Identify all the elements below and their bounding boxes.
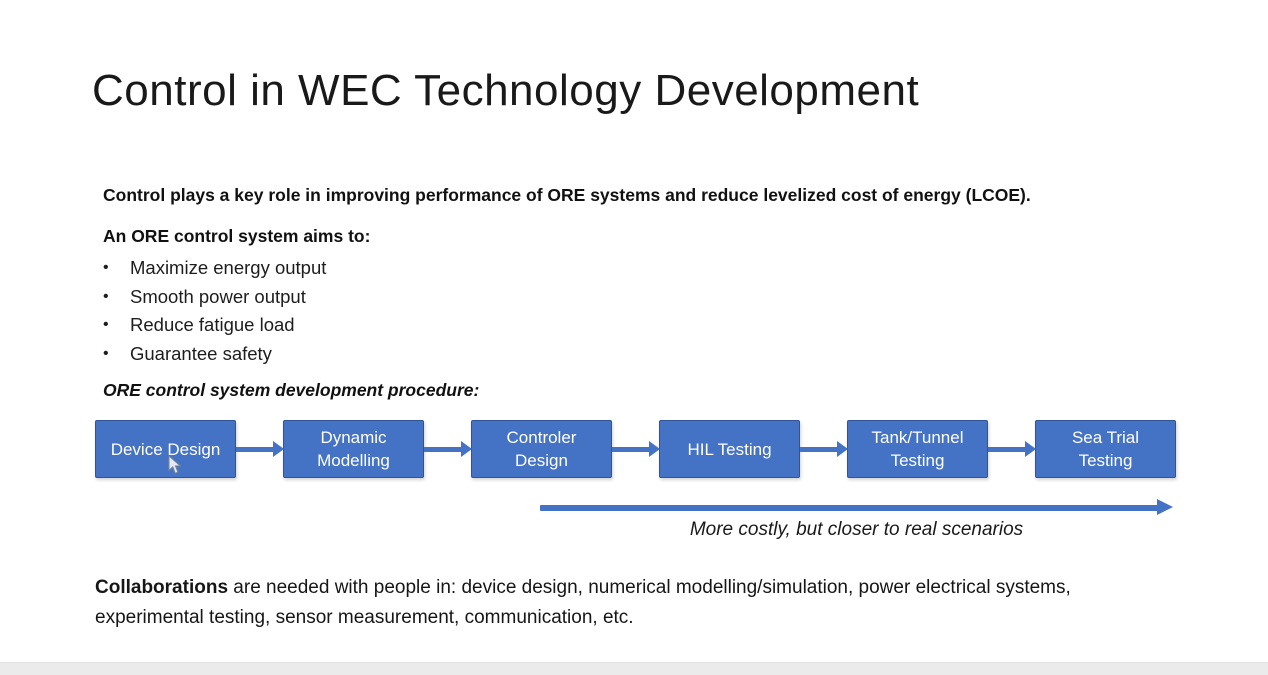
flow-step: Dynamic Modelling	[283, 420, 472, 478]
flow-arrow-bar	[612, 446, 650, 452]
flow-arrow-icon	[612, 420, 660, 478]
cost-axis-arrow-bar	[540, 504, 1160, 511]
aims-bullet-item: Guarantee safety	[101, 340, 326, 369]
cost-axis-arrow-icon	[540, 499, 1173, 516]
cost-axis-arrow-head	[1157, 499, 1173, 515]
flow-step-box: HIL Testing	[659, 420, 800, 478]
mouse-pointer-icon	[168, 454, 182, 480]
aims-bullet-item: Reduce fatigue load	[101, 311, 326, 340]
flow-step: Controler Design	[471, 420, 660, 478]
flow-arrow-icon	[236, 420, 284, 478]
flow-step-box: Controler Design	[471, 420, 612, 478]
flow-arrow-bar	[800, 446, 838, 452]
flow-arrow-head	[649, 441, 660, 457]
flow-step-label: Controler Design	[506, 428, 577, 470]
flow-arrow-icon	[988, 420, 1036, 478]
flow-arrow-bar	[988, 446, 1026, 452]
slide-title: Control in WEC Technology Development	[92, 66, 920, 115]
flow-step-label: Dynamic Modelling	[317, 428, 390, 470]
flow-step-box: Device Design	[95, 420, 236, 478]
intro-statement: Control plays a key role in improving pe…	[103, 185, 1031, 205]
flow-arrow-icon	[424, 420, 472, 478]
flow-arrow-bar	[424, 446, 462, 452]
collaboration-text: are needed with people in: device design…	[95, 577, 1071, 628]
collaboration-lead-word: Collaborations	[95, 577, 229, 598]
flow-step-box: Tank/Tunnel Testing	[847, 420, 988, 478]
flow-step: HIL Testing	[659, 420, 848, 478]
flow-arrow-head	[837, 441, 848, 457]
flow-arrow-head	[461, 441, 472, 457]
flow-step: Sea Trial Testing	[1035, 420, 1176, 478]
collaboration-paragraph: Collaborations are needed with people in…	[95, 573, 1153, 632]
bottom-letterbox-strip	[0, 662, 1268, 675]
flow-step-label: HIL Testing	[687, 439, 772, 459]
flow-arrow-head	[1025, 441, 1036, 457]
development-flow-diagram: Device Design Dynamic Modelling Controle…	[95, 420, 1176, 478]
flow-arrow-head	[273, 441, 284, 457]
flow-arrow-bar	[236, 446, 274, 452]
cost-axis-caption: More costly, but closer to real scenario…	[689, 519, 1024, 540]
procedure-heading: ORE control system development procedure…	[103, 380, 480, 400]
flow-step-label: Device Design	[110, 439, 221, 459]
flow-step: Tank/Tunnel Testing	[847, 420, 1036, 478]
aims-bullet-item: Maximize energy output	[101, 254, 326, 283]
flow-step-box: Sea Trial Testing	[1035, 420, 1176, 478]
flow-step: Device Design	[95, 420, 284, 478]
aims-heading: An ORE control system aims to:	[103, 226, 371, 246]
flow-step-label: Tank/Tunnel Testing	[871, 428, 964, 470]
flow-arrow-icon	[800, 420, 848, 478]
aims-bullet-list: Maximize energy outputSmooth power outpu…	[101, 254, 326, 368]
flow-step-label: Sea Trial Testing	[1071, 428, 1140, 470]
flow-step-box: Dynamic Modelling	[283, 420, 424, 478]
aims-bullet-item: Smooth power output	[101, 283, 326, 312]
